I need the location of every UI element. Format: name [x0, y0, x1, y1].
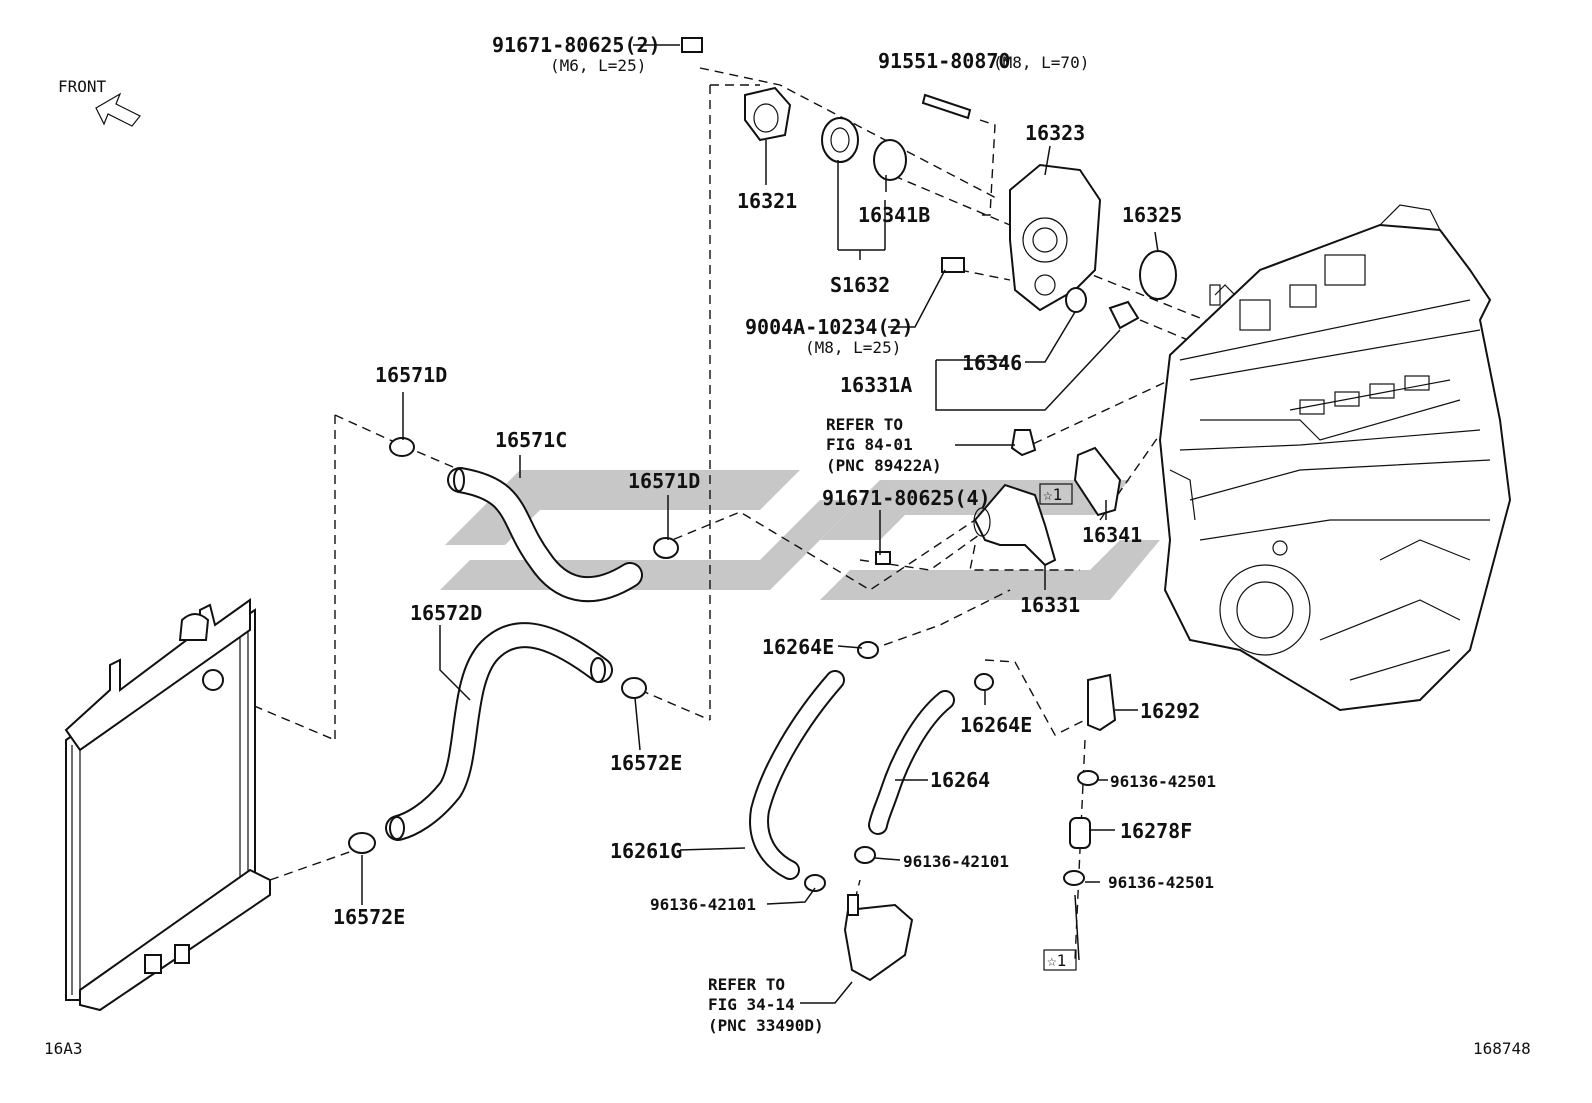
label-16323: 16323	[1025, 121, 1085, 145]
bolt-91551	[921, 93, 972, 120]
part-labels: 91671-80625(2) (M6, L=25) 91551-80870 (M…	[333, 33, 1216, 929]
oring-16346	[1065, 287, 1087, 313]
label-16264E-b: 16264E	[960, 713, 1032, 737]
leader-lines	[361, 44, 1159, 1004]
label-96136-42101-b: 96136-42101	[650, 895, 756, 914]
label-16572E-a: 16572E	[610, 751, 682, 775]
label-91551: 91551-80870	[878, 49, 1010, 73]
refer-a-line-1: REFER TO	[826, 415, 903, 434]
refer-b-line-2: FIG 34-14	[708, 995, 795, 1014]
hose-16278F	[1069, 817, 1091, 849]
hose-16264	[868, 690, 955, 835]
label-9004A: 9004A-10234(2)	[745, 315, 914, 339]
label-91671-top: 91671-80625(2)	[492, 33, 661, 57]
housing-16323	[1009, 163, 1102, 312]
label-9004A-spec: (M8, L=25)	[805, 338, 901, 357]
outlet-16331	[973, 483, 1057, 567]
label-16264: 16264	[930, 768, 990, 792]
fitting-16331A	[1108, 300, 1140, 330]
bolt-91671-top	[681, 37, 703, 53]
refer-b-line-1: REFER TO	[708, 975, 785, 994]
label-16325: 16325	[1122, 203, 1182, 227]
front-label: FRONT	[58, 77, 107, 96]
front-arrow-icon	[95, 92, 141, 127]
label-16292: 16292	[1140, 699, 1200, 723]
water-inlet-16321	[744, 86, 792, 142]
engine-block	[1158, 204, 1512, 712]
refer-note-84-01: REFER TO FIG 84-01 (PNC 89422A)	[826, 415, 942, 475]
gasket-16341B	[873, 139, 907, 181]
label-16264E-a: 16264E	[762, 635, 834, 659]
label-16331: 16331	[1020, 593, 1080, 617]
label-S1632: S1632	[830, 273, 890, 297]
refer-a-line-2: FIG 84-01	[826, 435, 913, 454]
label-91671-top-spec: (M6, L=25)	[550, 56, 646, 75]
thermostat-S1632	[821, 117, 859, 163]
refer-a-line-3: (PNC 89422A)	[826, 456, 942, 475]
refer-note-34-14: REFER TO FIG 34-14 (PNC 33490D)	[708, 975, 824, 1035]
gasket-16325	[1139, 250, 1177, 300]
star-note-a-text: ☆1	[1043, 485, 1062, 504]
label-16571C: 16571C	[495, 428, 567, 452]
label-16341: 16341	[1082, 523, 1142, 547]
label-16571D-a: 16571D	[375, 363, 447, 387]
label-96136-42501-a: 96136-42501	[1110, 772, 1216, 791]
oil-cooler-refer-34-14	[843, 894, 914, 982]
star-note-b: ☆1	[1043, 949, 1077, 971]
label-16571D-b: 16571D	[628, 469, 700, 493]
label-16572E-b: 16572E	[333, 905, 405, 929]
label-16331A: 16331A	[840, 373, 912, 397]
label-16261G: 16261G	[610, 839, 682, 863]
label-91551-spec: (M8, L=70)	[993, 53, 1089, 72]
pipe-16292	[1087, 673, 1117, 732]
label-16321: 16321	[737, 189, 797, 213]
clamp-icons	[348, 437, 1099, 892]
figure-number: 168748	[1473, 1039, 1531, 1058]
corner-code: 16A3	[44, 1039, 83, 1058]
hose-16572D	[385, 622, 613, 841]
refer-b-line-3: (PNC 33490D)	[708, 1016, 824, 1035]
label-96136-42101-a: 96136-42101	[903, 852, 1009, 871]
star-note-a: ☆1	[1039, 483, 1073, 505]
hose-16571C	[447, 467, 643, 603]
bolt-9004A	[941, 257, 965, 273]
label-16278F: 16278F	[1120, 819, 1192, 843]
label-96136-42501-b: 96136-42501	[1108, 873, 1214, 892]
bolt-91671-mid	[875, 551, 891, 565]
gasket-16341	[1073, 446, 1122, 517]
radiator	[64, 598, 271, 1012]
label-16572D: 16572D	[410, 601, 482, 625]
label-16346: 16346	[962, 351, 1022, 375]
label-91671-mid: 91671-80625(4)	[822, 486, 991, 510]
star-note-b-text: ☆1	[1047, 951, 1066, 970]
label-16341B: 16341B	[858, 203, 930, 227]
hose-16261G	[749, 670, 845, 880]
sensor-refer-84-01	[1010, 429, 1037, 457]
